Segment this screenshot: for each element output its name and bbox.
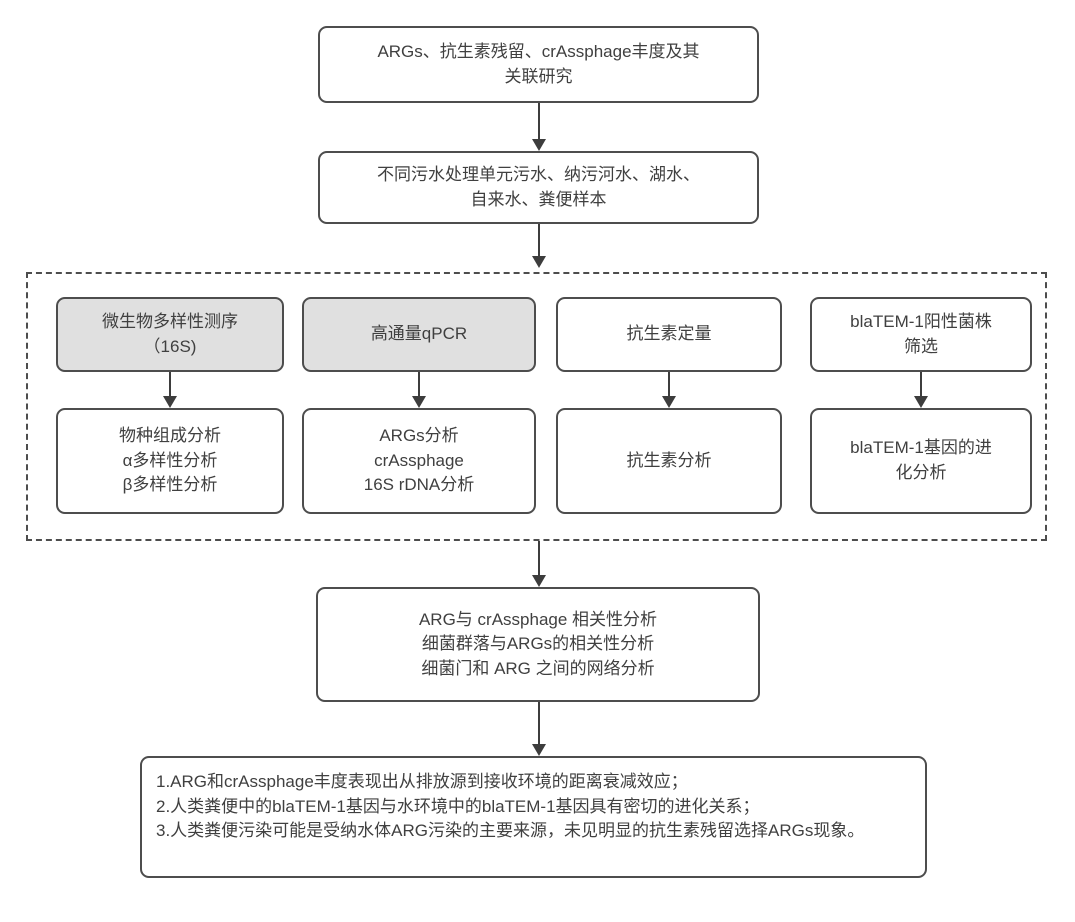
analysis-box-antibiotic: 抗生素分析 bbox=[556, 408, 782, 514]
arrow-down-icon bbox=[412, 396, 426, 408]
arrow-shaft bbox=[418, 372, 420, 396]
arrow-shaft bbox=[169, 372, 171, 396]
flow-arrow-antibiotic bbox=[662, 372, 676, 408]
arrow-shaft bbox=[538, 541, 540, 575]
arrow-shaft bbox=[538, 702, 540, 744]
sample-types-box: 不同污水处理单元污水、纳污河水、湖水、 自来水、粪便样本 bbox=[318, 151, 759, 224]
arrow-shaft bbox=[920, 372, 922, 396]
method-box-antibiotic-quantification: 抗生素定量 bbox=[556, 297, 782, 372]
arrow-down-icon bbox=[914, 396, 928, 408]
method-box-blatem1-screening: blaTEM-1阳性菌株 筛选 bbox=[810, 297, 1032, 372]
arrow-shaft bbox=[538, 224, 540, 256]
arrow-down-icon bbox=[662, 396, 676, 408]
methods-panel bbox=[26, 272, 1047, 541]
arrow-down-icon bbox=[163, 396, 177, 408]
arrow-shaft bbox=[538, 103, 540, 139]
conclusions-box: 1.ARG和crAssphage丰度表现出从排放源到接收环境的距离衰减效应； 2… bbox=[140, 756, 927, 878]
conclusion-line-1: 1.ARG和crAssphage丰度表现出从排放源到接收环境的距离衰减效应； bbox=[156, 772, 688, 791]
flow-arrow-study-to-samples bbox=[532, 103, 546, 151]
flow-arrow-16s bbox=[163, 372, 177, 408]
flow-arrow-samples-to-methods bbox=[532, 224, 546, 268]
correlation-analysis-box: ARG与 crAssphage 相关性分析 细菌群落与ARGs的相关性分析 细菌… bbox=[316, 587, 760, 702]
analysis-box-diversity: 物种组成分析 α多样性分析 β多样性分析 bbox=[56, 408, 284, 514]
arrow-down-icon bbox=[532, 575, 546, 587]
analysis-box-blatem1-evolution: blaTEM-1基因的进 化分析 bbox=[810, 408, 1032, 514]
conclusion-line-2: 2.人类粪便中的blaTEM-1基因与水环境中的blaTEM-1基因具有密切的进… bbox=[156, 796, 760, 816]
arrow-down-icon bbox=[532, 139, 546, 151]
analysis-box-args-crassphage: ARGs分析 crAssphage 16S rDNA分析 bbox=[302, 408, 536, 514]
flow-arrow-panel-to-correlation bbox=[532, 541, 546, 587]
method-box-qpcr: 高通量qPCR bbox=[302, 297, 536, 372]
flow-arrow-qpcr bbox=[412, 372, 426, 408]
arrow-down-icon bbox=[532, 256, 546, 268]
flow-arrow-blatem1 bbox=[914, 372, 928, 408]
flow-arrow-correlation-to-conclusions bbox=[532, 702, 546, 756]
arrow-shaft bbox=[668, 372, 670, 396]
study-goal-box: ARGs、抗生素残留、crAssphage丰度及其 关联研究 bbox=[318, 26, 759, 103]
method-box-16s-sequencing: 微生物多样性测序 （16S) bbox=[56, 297, 284, 372]
conclusion-line-3: 3.人类粪便污染可能是受纳水体ARG污染的主要来源，未见明显的抗生素残留选择AR… bbox=[156, 821, 865, 841]
arrow-down-icon bbox=[532, 744, 546, 756]
